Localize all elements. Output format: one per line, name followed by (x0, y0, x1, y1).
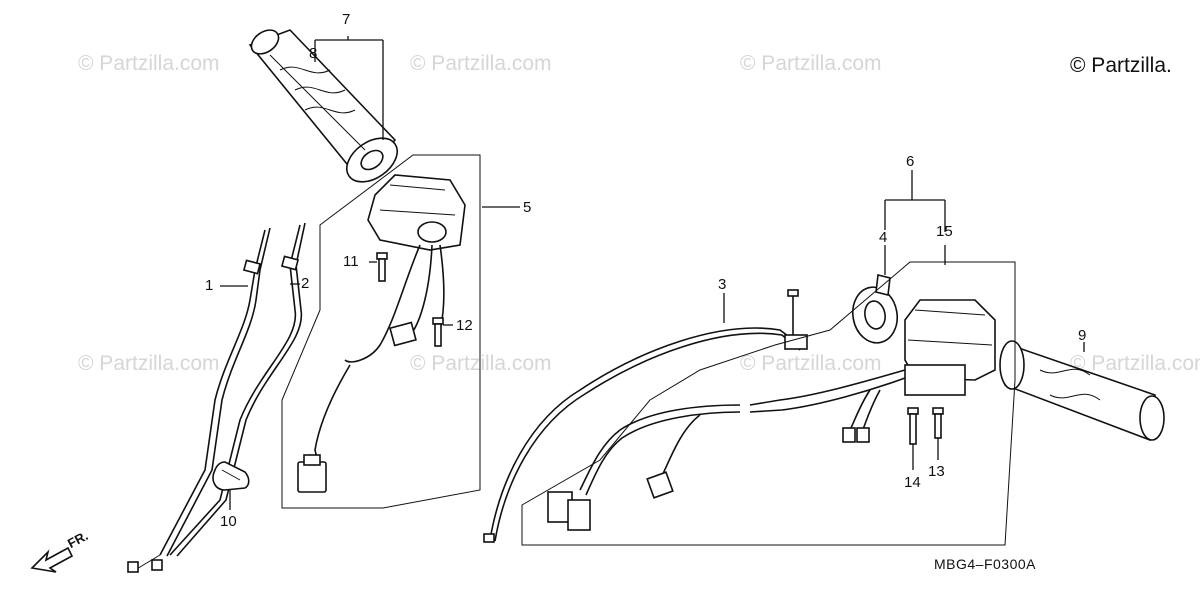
callout-12: 12 (456, 317, 473, 334)
assembly-boundary (521, 261, 1016, 546)
callout-2: 2 (301, 275, 310, 292)
drawing-code: MBG4–F0300A (934, 556, 1036, 572)
cable-3[interactable] (483, 289, 808, 543)
callout-9: 9 (1078, 327, 1087, 344)
callout-10: 10 (220, 513, 237, 530)
callout-15: 15 (936, 223, 953, 240)
copyright-text: © Partzilla. (1070, 54, 1172, 77)
left-switch-assembly[interactable] (297, 174, 466, 493)
callout-14: 14 (904, 474, 921, 491)
watermark: © Partzilla.com (410, 352, 552, 375)
callout-11: 11 (343, 253, 359, 270)
watermark: © Partzilla.com (78, 52, 220, 75)
left-grip[interactable] (247, 25, 405, 191)
screw-13[interactable] (932, 407, 944, 439)
screw-14[interactable] (907, 407, 919, 445)
right-switch-assembly[interactable] (547, 299, 996, 531)
cable-clamp-10[interactable] (212, 461, 250, 491)
callout-4: 4 (879, 229, 888, 246)
throttle-cable-2[interactable] (151, 222, 306, 571)
callout-6: 6 (906, 153, 915, 170)
leader-lines (220, 36, 1085, 510)
callout-1: 1 (205, 277, 214, 294)
watermark: © Partzilla.com (1070, 352, 1200, 375)
watermark: © Partzilla.com (78, 352, 220, 375)
screw-12[interactable] (432, 317, 444, 347)
callout-5: 5 (523, 199, 532, 216)
front-direction-arrow (30, 546, 74, 573)
callout-13: 13 (928, 463, 945, 480)
throttle-cable-1[interactable] (127, 227, 271, 573)
throttle-pipe-4[interactable] (848, 274, 901, 346)
callout-8: 8 (309, 45, 318, 62)
screw-11[interactable] (376, 252, 388, 282)
assembly-boundary (281, 154, 481, 509)
watermark: © Partzilla.com (740, 352, 882, 375)
right-grip-9[interactable] (999, 340, 1165, 442)
watermark: © Partzilla.com (740, 52, 882, 75)
watermark: © Partzilla.com (410, 52, 552, 75)
callout-3: 3 (718, 276, 727, 293)
callout-7: 7 (342, 11, 351, 28)
